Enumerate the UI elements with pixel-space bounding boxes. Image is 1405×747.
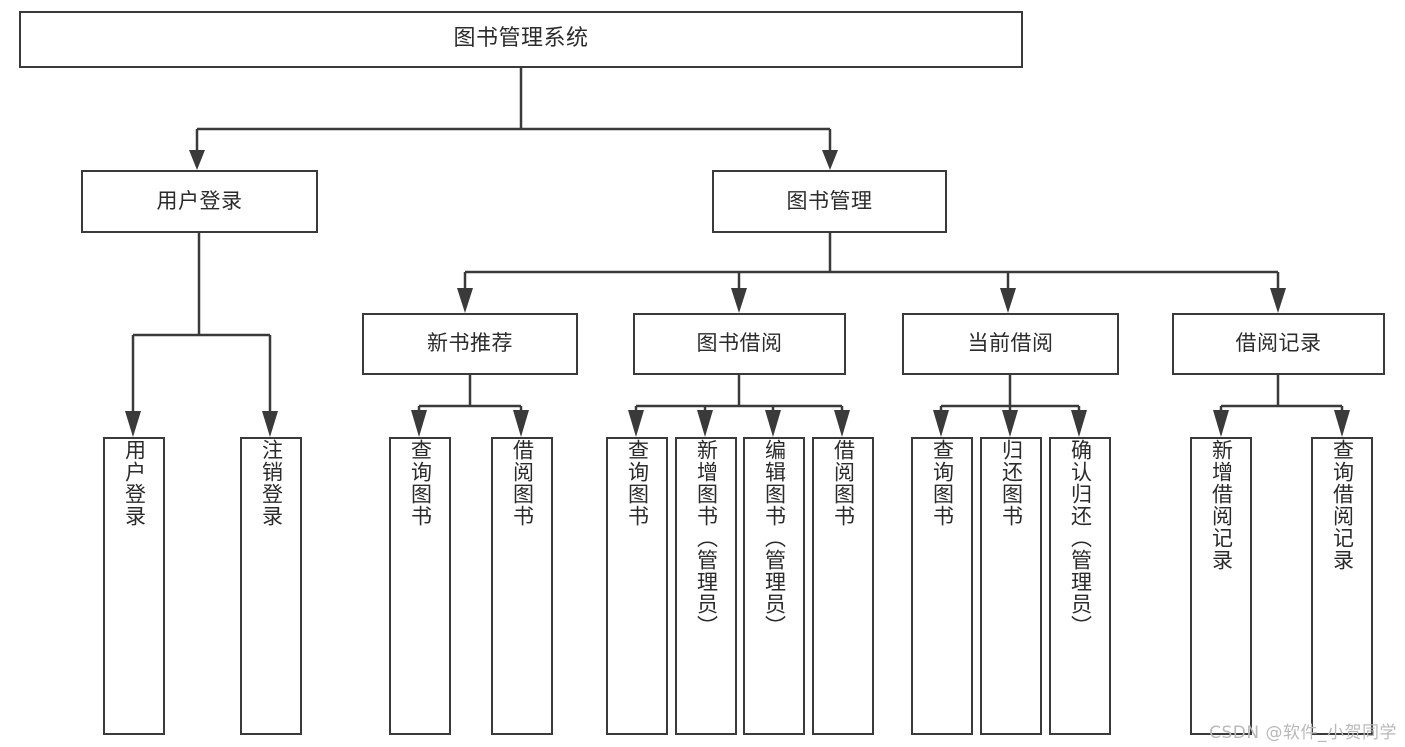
node-leaf-borrow-book[interactable]: 借阅图书 — [812, 437, 874, 735]
node-label: 编辑图书（管理员） — [762, 439, 787, 637]
node-new-book-recommend[interactable]: 新书推荐 — [362, 313, 578, 375]
node-label: 查询图书 — [408, 439, 433, 527]
node-borrow-record[interactable]: 借阅记录 — [1172, 313, 1385, 375]
node-label: 用户登录 — [156, 188, 243, 213]
node-leaf-user-login[interactable]: 用户登录 — [103, 437, 165, 735]
node-book-management-system[interactable]: 图书管理系统 — [19, 11, 1023, 68]
node-leaf-edit-book-admin[interactable]: 编辑图书（管理员） — [743, 437, 805, 735]
node-leaf-borrow-book-recommend[interactable]: 借阅图书 — [491, 437, 553, 735]
node-label: 图书借阅 — [696, 331, 783, 356]
node-leaf-query-book-borrow[interactable]: 查询图书 — [606, 437, 668, 735]
node-leaf-add-book-admin[interactable]: 新增图书（管理员） — [675, 437, 737, 735]
node-leaf-query-book-current[interactable]: 查询图书 — [911, 437, 973, 735]
node-label: 新增借阅记录 — [1209, 439, 1234, 571]
node-label: 借阅图书 — [510, 439, 535, 527]
node-label: 借阅图书 — [831, 439, 856, 527]
node-label: 查询图书 — [930, 439, 955, 527]
node-label: 图书管理 — [786, 188, 873, 213]
node-label: 归还图书 — [999, 439, 1024, 527]
node-label: 新增图书（管理员） — [694, 439, 719, 637]
node-label: 新书推荐 — [427, 331, 513, 356]
node-leaf-query-book-recommend[interactable]: 查询图书 — [389, 437, 451, 735]
node-leaf-return-book[interactable]: 归还图书 — [980, 437, 1042, 735]
node-label: 借阅记录 — [1235, 331, 1322, 356]
node-leaf-add-borrow-record[interactable]: 新增借阅记录 — [1190, 437, 1252, 735]
node-leaf-query-borrow-record[interactable]: 查询借阅记录 — [1311, 437, 1373, 735]
node-user-login[interactable]: 用户登录 — [81, 170, 318, 233]
node-label: 当前借阅 — [967, 331, 1054, 356]
node-label: 用户登录 — [122, 439, 147, 527]
node-leaf-confirm-return-admin[interactable]: 确认归还（管理员） — [1049, 437, 1111, 735]
node-book-borrow[interactable]: 图书借阅 — [633, 313, 846, 375]
node-label: 确认归还（管理员） — [1068, 439, 1093, 637]
node-leaf-logout[interactable]: 注销登录 — [240, 437, 302, 735]
node-current-borrow[interactable]: 当前借阅 — [902, 313, 1119, 375]
node-label: 查询图书 — [625, 439, 650, 527]
node-label: 图书管理系统 — [453, 26, 589, 52]
watermark: CSDN @软件_小贺同学 — [1209, 723, 1397, 743]
node-label: 查询借阅记录 — [1330, 439, 1355, 571]
node-book-management[interactable]: 图书管理 — [712, 170, 947, 233]
node-label: 注销登录 — [259, 439, 284, 527]
